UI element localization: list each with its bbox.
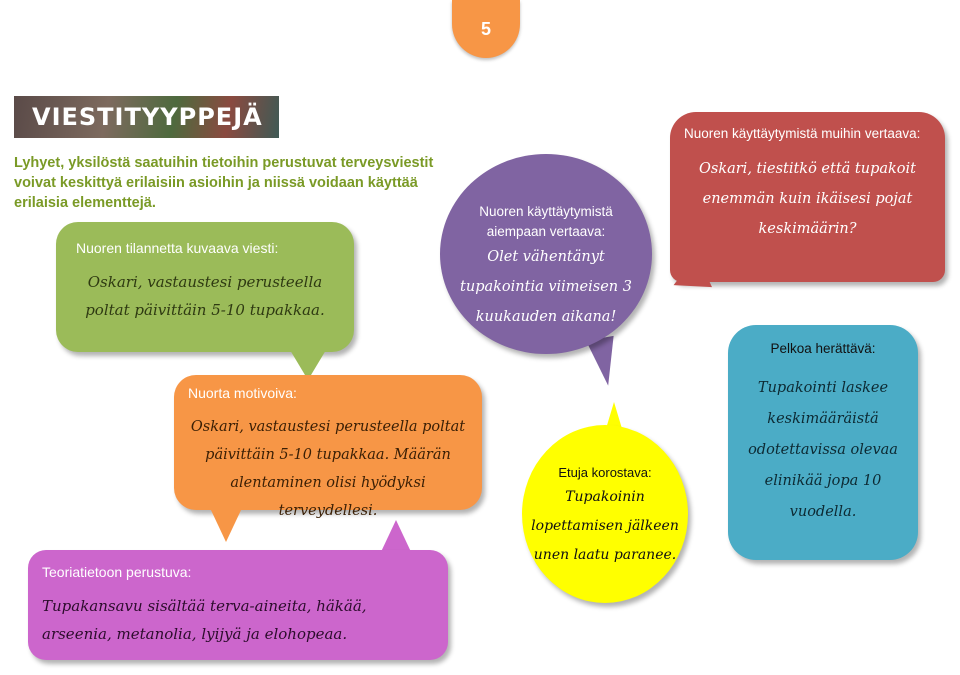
bubble-motivating: Nuorta motivoiva: Oskari, vastaustesi pe… [174, 375, 482, 519]
bubble-compare-peers-text: Oskari, tiestitkö että tupakoit enemmän … [698, 161, 916, 237]
title-banner: VIESTITYYPPEJÄ [14, 96, 279, 138]
bubble-benefits-label: Etuja korostava: [558, 465, 652, 480]
intro-text: Lyhyet, yksilöstä saatuihin tietoihin pe… [14, 155, 434, 211]
bubble-fear: Pelkoa herättävä: Tupakointi laskee kesk… [728, 325, 918, 560]
bubble-fear-text: Tupakointi laskee keskimääräistä odotett… [748, 380, 898, 520]
bubble-motivating-text: Oskari, vastaustesi perusteella poltat p… [190, 419, 466, 519]
bubble-situation-label: Nuoren tilannetta kuvaava viesti: [76, 240, 279, 256]
bubble-compare-peers: Nuoren käyttäytymistä muihin vertaava: O… [670, 112, 945, 282]
bubble-benefits: Etuja korostava: Tupakoinin lopettamisen… [522, 425, 688, 603]
bubble-compare-past-text: Olet vähentänyt tupakointia viimeisen 3 … [460, 249, 632, 325]
bubble-compare-past: Nuoren käyttäytymistä aiempaan vertaava:… [440, 154, 652, 354]
bubble-compare-peers-label: Nuoren käyttäytymistä muihin vertaava: [684, 126, 921, 141]
bubble-motivating-tail [210, 508, 242, 542]
bubble-fear-label: Pelkoa herättävä: [770, 341, 876, 356]
bubble-motivating-label: Nuorta motivoiva: [188, 385, 297, 401]
bubble-situation-text: Oskari, vastaustesi perusteella poltat p… [85, 273, 325, 319]
slide-number: 5 [452, 0, 520, 58]
bubble-theory-tail [380, 520, 412, 554]
bubble-theory-label: Teoriatietoon perustuva: [42, 564, 192, 580]
bubble-theory-text: Tupakansavu sisältää terva-aineita, häkä… [42, 597, 367, 643]
bubble-compare-past-label: Nuoren käyttäytymistä aiempaan vertaava: [479, 204, 613, 239]
bubble-theory: Teoriatietoon perustuva: Tupakansavu sis… [28, 550, 448, 660]
bubble-situation: Nuoren tilannetta kuvaava viesti: Oskari… [56, 222, 354, 352]
bubble-benefits-text: Tupakoinin lopettamisen jälkeen unen laa… [531, 489, 679, 563]
